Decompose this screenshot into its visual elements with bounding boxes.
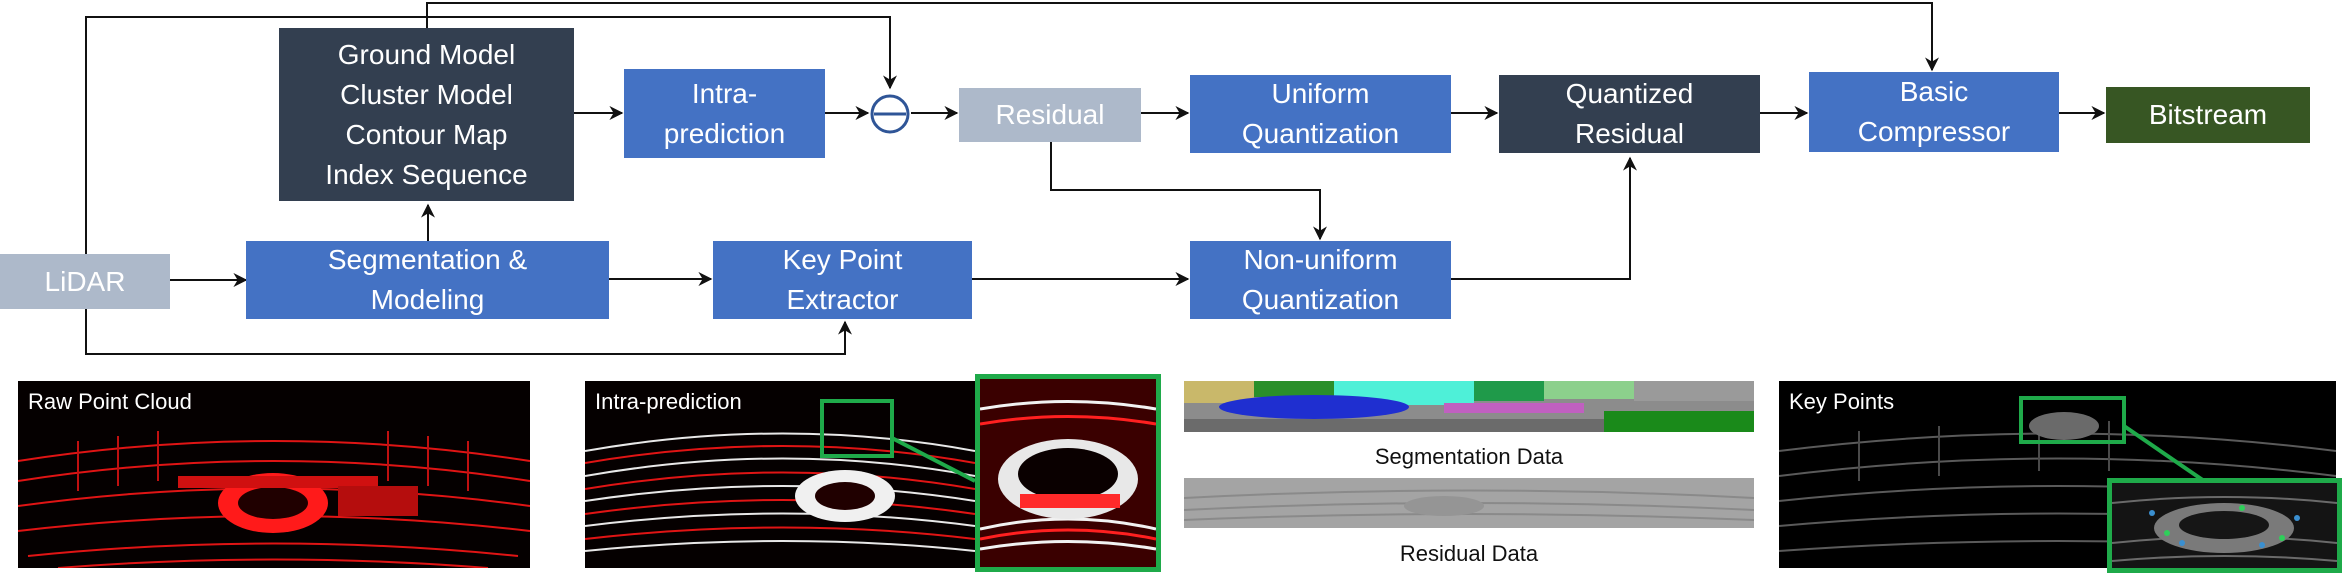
residual-node: Residual: [959, 88, 1141, 142]
zoom-inset-image: [980, 379, 1156, 567]
non-uniform-quantization-node: Non-uniform Quantization: [1190, 241, 1451, 319]
segmentation-data-graphic: [1184, 381, 1754, 432]
intra-prediction-zoom-inset: [975, 374, 1161, 572]
intra-prediction-node: Intra- prediction: [624, 69, 825, 158]
quantized-residual-node: Quantized Residual: [1499, 75, 1760, 153]
uniform-quantization-node: Uniform Quantization: [1190, 75, 1451, 153]
key-points-label: Key Points: [1789, 389, 1895, 414]
edge-residual-nonuniform: [1050, 142, 1327, 241]
lidar-node: LiDAR: [0, 254, 170, 309]
key-points-zoom-inset: [2107, 478, 2342, 573]
residual-data-image: [1184, 478, 1754, 528]
models-node: Ground Model Cluster Model Contour Map I…: [279, 28, 574, 201]
edge-lidar-keypoint: [85, 309, 852, 355]
bitstream-node: Bitstream: [2106, 87, 2310, 143]
key-point-extractor-node: Key Point Extractor: [713, 241, 972, 319]
edge-lidar-sub: [85, 16, 897, 254]
intra-prediction-image: [585, 399, 975, 552]
intra-prediction-panel: Intra-prediction: [585, 381, 975, 568]
raw-point-cloud-image: [18, 431, 530, 568]
segmentation-data-image: [1184, 381, 1754, 432]
edge-models-compressor: [426, 2, 1939, 72]
edge-nonuniform-quantized: [1451, 156, 1637, 280]
residual-data-caption: Residual Data: [1399, 541, 1539, 566]
basic-compressor-node: Basic Compressor: [1809, 72, 2059, 152]
raw-point-cloud-label: Raw Point Cloud: [28, 389, 192, 414]
residual-data-graphic: [1184, 489, 1754, 521]
intra-prediction-label: Intra-prediction: [595, 389, 742, 414]
raw-point-cloud-panel: Raw Point Cloud: [18, 381, 530, 568]
segmentation-data-caption: Segmentation Data: [1374, 444, 1564, 469]
segmentation-node: Segmentation & Modeling: [246, 241, 609, 319]
key-points-zoom-image: [2112, 496, 2337, 562]
